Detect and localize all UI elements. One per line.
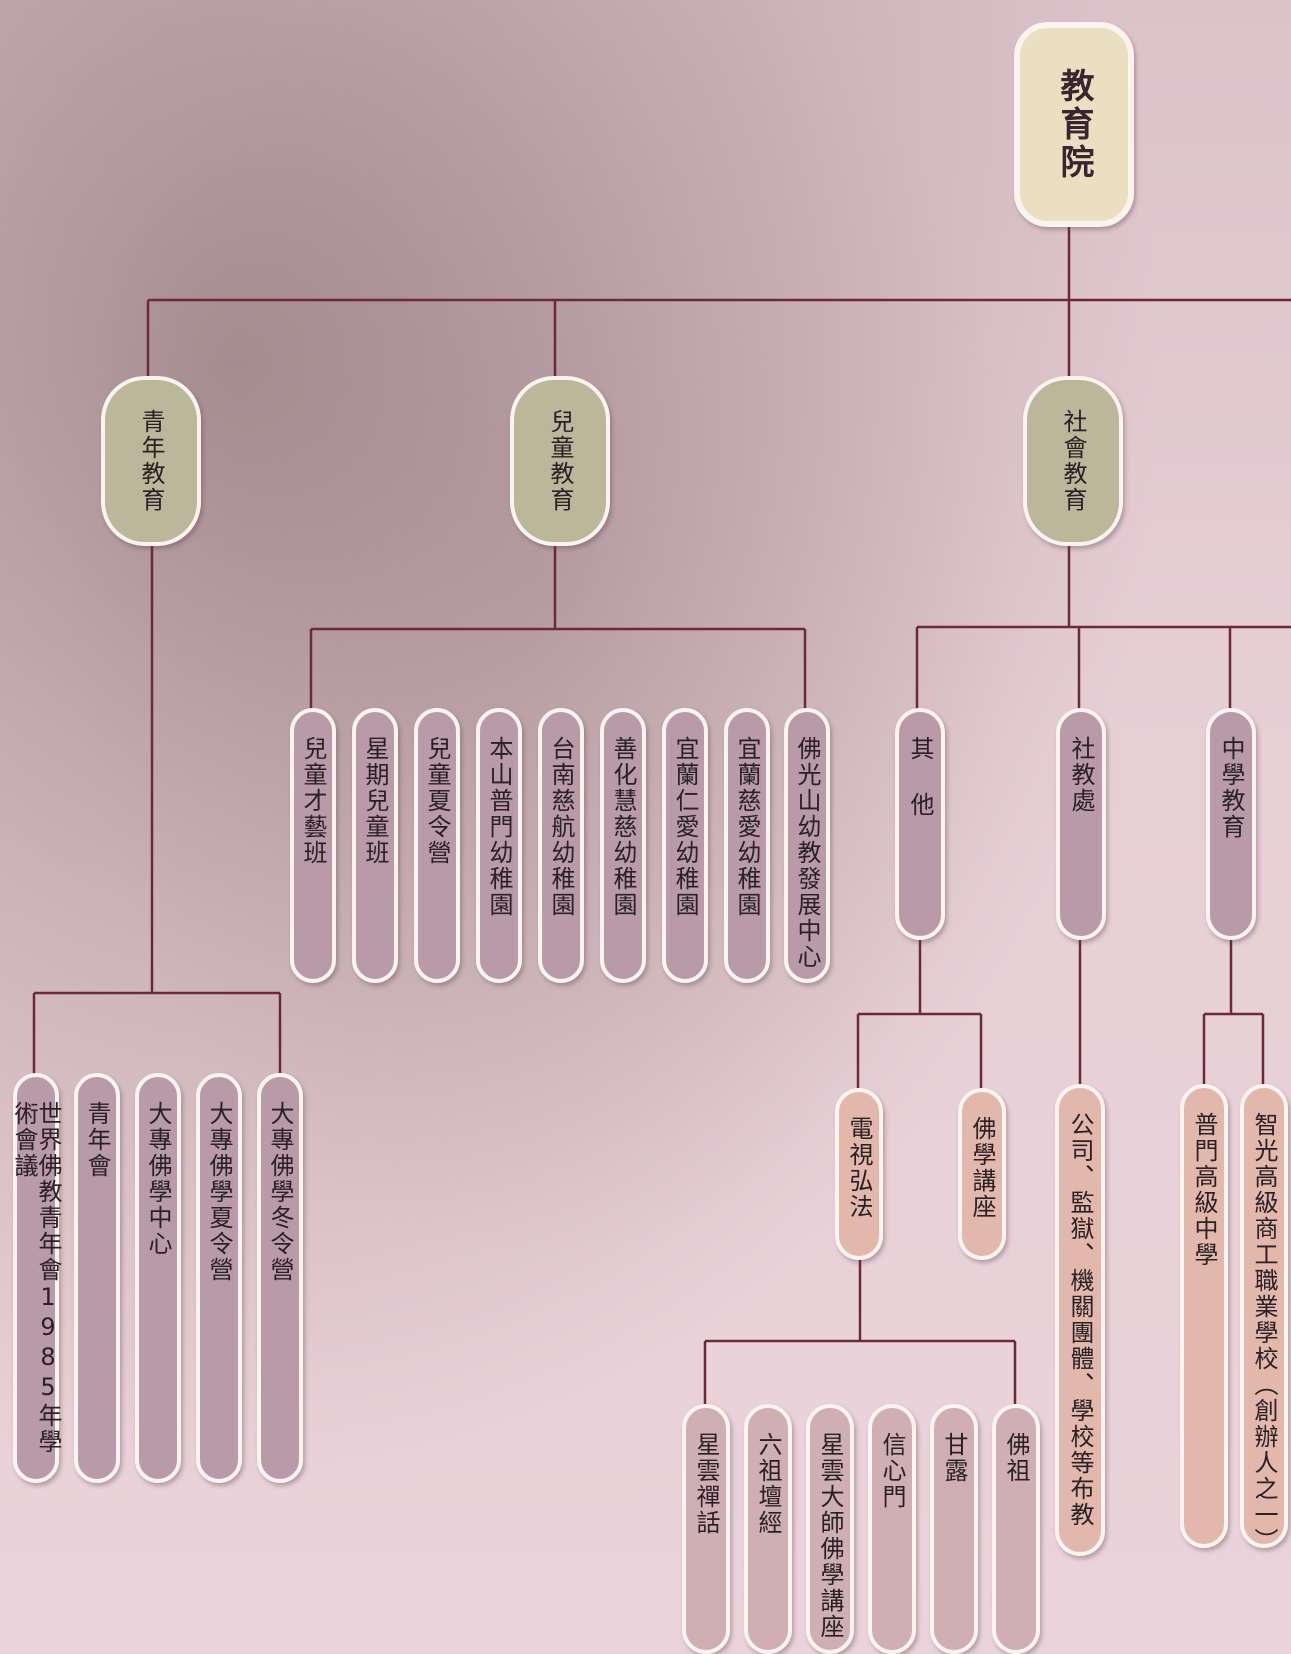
leaf-label: 宜蘭仁愛幼稚園 [671, 736, 699, 918]
root-label: 教育院 [1054, 67, 1094, 182]
node-social-office: 社教處 [1056, 708, 1106, 940]
leaf-youth-item: 世界佛教青年會1985年學術會議 [10, 1073, 62, 1483]
node-label: 佛學講座 [968, 1116, 996, 1220]
leaf-school-item: 普門高級中學 [1180, 1084, 1228, 1548]
leaf-label: 公司、監獄、機關團體、學校等布教 [1066, 1112, 1094, 1528]
leaf-social-office-item: 公司、監獄、機關團體、學校等布教 [1055, 1084, 1105, 1556]
leaf-label: 大專佛學中心 [144, 1101, 172, 1257]
leaf-children-item: 本山普門幼稚園 [476, 708, 522, 983]
leaf-label: 佛祖 [1002, 1432, 1030, 1484]
leaf-children-item: 宜蘭仁愛幼稚園 [662, 708, 708, 983]
node-label: 兒童教育 [546, 409, 574, 513]
leaf-youth-item: 大專佛學中心 [135, 1073, 181, 1483]
leaf-label: 佛光山幼教發展中心 [793, 736, 821, 970]
leaf-label: 星雲禪話 [692, 1432, 720, 1536]
leaf-youth-item: 大專佛學夏令營 [196, 1073, 242, 1483]
node-label: 電視弘法 [845, 1116, 873, 1220]
node-youth-education: 青年教育 [101, 376, 201, 546]
leaf-school-item: 智光高級商工職業學校（創辦人之一） [1240, 1084, 1288, 1554]
leaf-children-item: 善化慧慈幼稚園 [600, 708, 646, 983]
node-tv-dharma: 電視弘法 [835, 1088, 883, 1260]
leaf-label: 台南慈航幼稚園 [547, 736, 575, 918]
node-social-education: 社會教育 [1023, 376, 1123, 546]
node-children-education: 兒童教育 [510, 376, 610, 546]
leaf-label: 甘露 [940, 1432, 968, 1484]
node-label: 中學教育 [1217, 736, 1245, 840]
leaf-children-item: 兒童夏令營 [414, 708, 460, 983]
leaf-label: 智光高級商工職業學校（創辦人之一） [1250, 1112, 1278, 1554]
leaf-label: 星雲大師佛學講座 [816, 1432, 844, 1640]
leaf-tv-item: 星雲禪話 [682, 1404, 730, 1654]
root-node-education-institute: 教育院 [1014, 22, 1134, 227]
leaf-label: 善化慧慈幼稚園 [609, 736, 637, 918]
leaf-youth-item: 青年會 [74, 1073, 120, 1483]
node-label: 社教處 [1067, 736, 1095, 814]
node-label: 青年教育 [137, 409, 165, 513]
leaf-label: 青年會 [83, 1101, 111, 1179]
leaf-label: 六祖壇經 [754, 1432, 782, 1536]
leaf-label: 大專佛學冬令營 [266, 1101, 294, 1283]
leaf-youth-item: 大專佛學冬令營 [257, 1073, 303, 1483]
leaf-children-item: 佛光山幼教發展中心 [784, 708, 830, 983]
node-label: 其 他 [906, 736, 934, 818]
node-middle-school-education: 中學教育 [1206, 708, 1256, 940]
leaf-tv-item: 甘露 [930, 1404, 978, 1654]
leaf-label: 兒童夏令營 [423, 736, 451, 866]
leaf-label: 宜蘭慈愛幼稚園 [733, 736, 761, 918]
leaf-label: 本山普門幼稚園 [485, 736, 513, 918]
leaf-children-item: 星期兒童班 [352, 708, 398, 983]
leaf-label: 兒童才藝班 [299, 736, 327, 866]
leaf-children-item: 台南慈航幼稚園 [538, 708, 584, 983]
leaf-tv-item: 六祖壇經 [744, 1404, 792, 1654]
leaf-children-item: 兒童才藝班 [290, 708, 336, 983]
node-buddhist-lecture: 佛學講座 [958, 1088, 1006, 1260]
leaf-label: 星期兒童班 [361, 736, 389, 866]
leaf-label: 大專佛學夏令營 [205, 1101, 233, 1283]
node-label: 社會教育 [1059, 409, 1087, 513]
leaf-children-item: 宜蘭慈愛幼稚園 [724, 708, 770, 983]
leaf-label: 世界佛教青年會1985年學術會議 [10, 1101, 62, 1455]
leaf-tv-item: 佛祖 [992, 1404, 1040, 1654]
leaf-tv-item: 星雲大師佛學講座 [806, 1404, 854, 1654]
leaf-tv-item: 信心門 [868, 1404, 916, 1654]
leaf-label: 信心門 [878, 1432, 906, 1510]
leaf-label: 普門高級中學 [1190, 1112, 1218, 1268]
node-other: 其 他 [895, 708, 945, 940]
